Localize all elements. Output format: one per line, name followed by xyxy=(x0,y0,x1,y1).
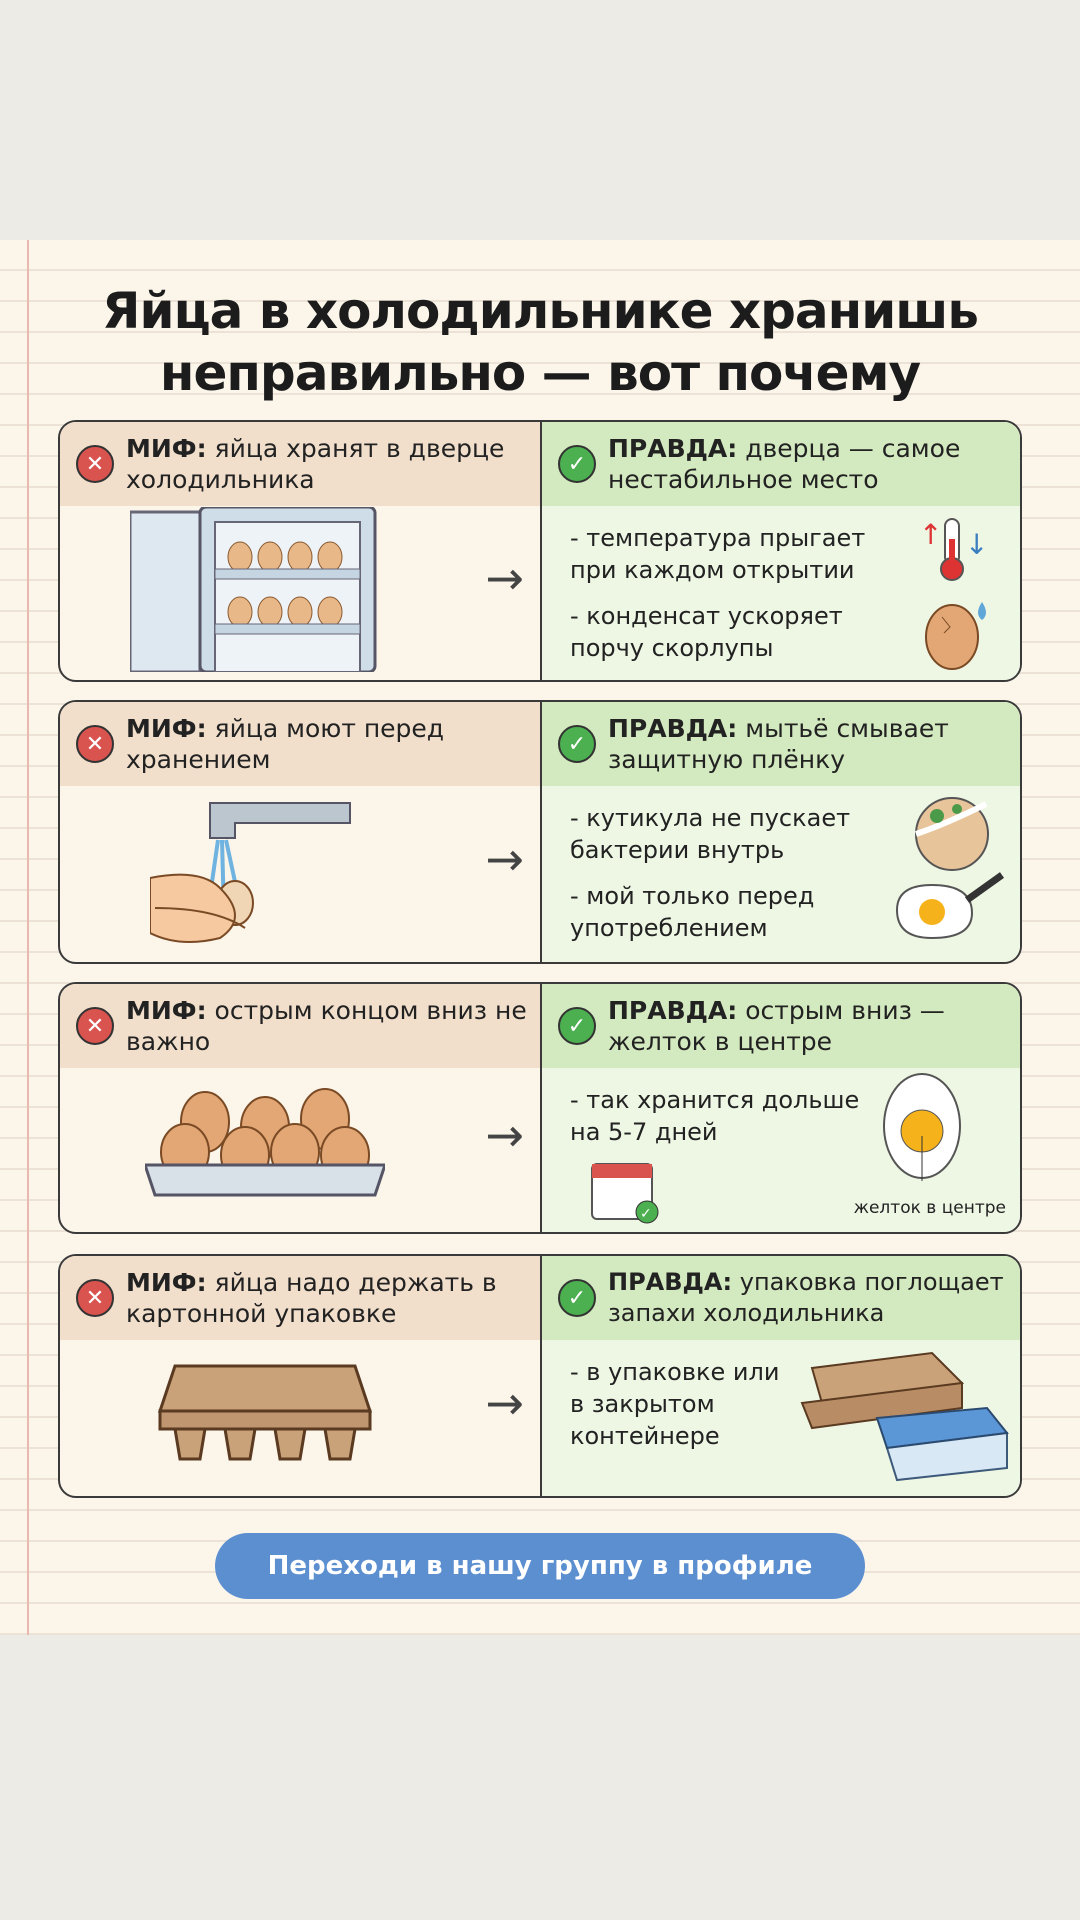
myth-card: ✕ МИФ: яйца моют перед хранением → ✓ ПРАВД… xyxy=(58,700,1022,964)
title-line: неправильно — вот почему xyxy=(159,344,921,402)
myth-card: ✕МИФ: яйца хранят в дверце холодильника … xyxy=(58,420,1022,682)
egg-tray-icon xyxy=(145,1088,385,1197)
point: - в упаковке или в закрытом контейнере xyxy=(570,1358,780,1450)
carton-and-container-icon xyxy=(800,1351,1009,1482)
truth-text: ПРАВДА: упаковка поглощает запахи холоди… xyxy=(608,1268,1004,1327)
bacteria-cuticle-icon xyxy=(915,797,989,871)
truth-panel: ✓ ПРАВДА: дверца — самое нестабильное мес… xyxy=(542,422,1020,680)
point: - температура прыгает при каждом открыти… xyxy=(570,524,866,584)
yolk-caption: желток в центре xyxy=(853,1198,1006,1218)
truth-text: ПРАВДА: острым вниз — желток в центре xyxy=(608,996,945,1056)
myth-text: МИФ: яйца надо держать в картонной упако… xyxy=(126,1268,497,1328)
arrow-icon: → xyxy=(485,1108,524,1162)
point: - кутикула не пускает бактерии внутрь xyxy=(570,804,851,864)
truth-text: ПРАВДА: дверца — самое нестабильное мест… xyxy=(608,434,961,494)
myth-panel: ✕ МИФ: острым концом вниз не важно → xyxy=(60,984,542,1232)
arrow-icon: → xyxy=(485,551,524,605)
egg-carton-icon xyxy=(157,1364,373,1461)
check-icon: ✓ xyxy=(558,445,596,483)
calendar-icon: ✓ xyxy=(591,1163,659,1224)
arrow-icon: → xyxy=(485,1376,524,1430)
cross-icon: ✕ xyxy=(76,1007,114,1045)
truth-panel: ✓ ПРАВДА: острым вниз — желток в центре -… xyxy=(542,984,1020,1232)
myth-panel: ✕ МИФ: яйца надо держать в картонной упак… xyxy=(60,1256,542,1496)
svg-text:↑: ↑ xyxy=(919,518,942,551)
svg-text:✓: ✓ xyxy=(640,1206,652,1222)
title-line: Яйца в холодильнике хранишь xyxy=(102,282,979,340)
myth-text: МИФ: острым концом вниз не важно xyxy=(126,996,527,1056)
point: - мой только перед употреблением xyxy=(570,882,815,942)
check-icon: ✓ xyxy=(558,1007,596,1045)
arrow-icon: → xyxy=(485,832,524,886)
check-icon: ✓ xyxy=(558,725,596,763)
point: - конденсат ускоряет порчу скорлупы xyxy=(570,602,843,662)
myth-card: ✕ МИФ: острым концом вниз не важно → ✓ ПРА… xyxy=(58,982,1022,1234)
cross-icon: ✕ xyxy=(76,445,114,483)
myth-text: МИФ: яйца моют перед хранением xyxy=(126,714,445,774)
join-group-button[interactable]: Переходи в нашу группу в профиле xyxy=(215,1533,865,1599)
cross-icon: ✕ xyxy=(76,1279,114,1317)
myth-panel: ✕МИФ: яйца хранят в дверце холодильника … xyxy=(60,422,542,680)
egg-yolk-center-icon xyxy=(883,1073,961,1181)
truth-panel: ✓ ПРАВДА: упаковка поглощает запахи холод… xyxy=(542,1256,1020,1496)
svg-text:↓: ↓ xyxy=(965,528,988,561)
myth-text: МИФ: яйца хранят в дверце холодильника xyxy=(126,434,505,494)
myth-panel: ✕ МИФ: яйца моют перед хранением → xyxy=(60,702,542,962)
fridge-door-icon xyxy=(130,507,377,672)
margin-line xyxy=(27,240,29,1635)
truth-panel: ✓ ПРАВДА: мытьё смывает защитную плёнку -… xyxy=(542,702,1020,962)
myth-card: ✕ МИФ: яйца надо держать в картонной упак… xyxy=(58,1254,1022,1498)
cracked-egg-icon xyxy=(925,602,986,670)
thermometer-icon: ↑↓ xyxy=(919,518,988,581)
check-icon: ✓ xyxy=(558,1279,596,1317)
washing-hands-icon xyxy=(150,802,351,943)
truth-text: ПРАВДА: мытьё смывает защитную плёнку xyxy=(608,714,949,774)
point: - так хранится дольше на 5-7 дней xyxy=(570,1086,860,1146)
fried-egg-pan-icon xyxy=(895,872,1005,940)
cross-icon: ✕ xyxy=(76,725,114,763)
